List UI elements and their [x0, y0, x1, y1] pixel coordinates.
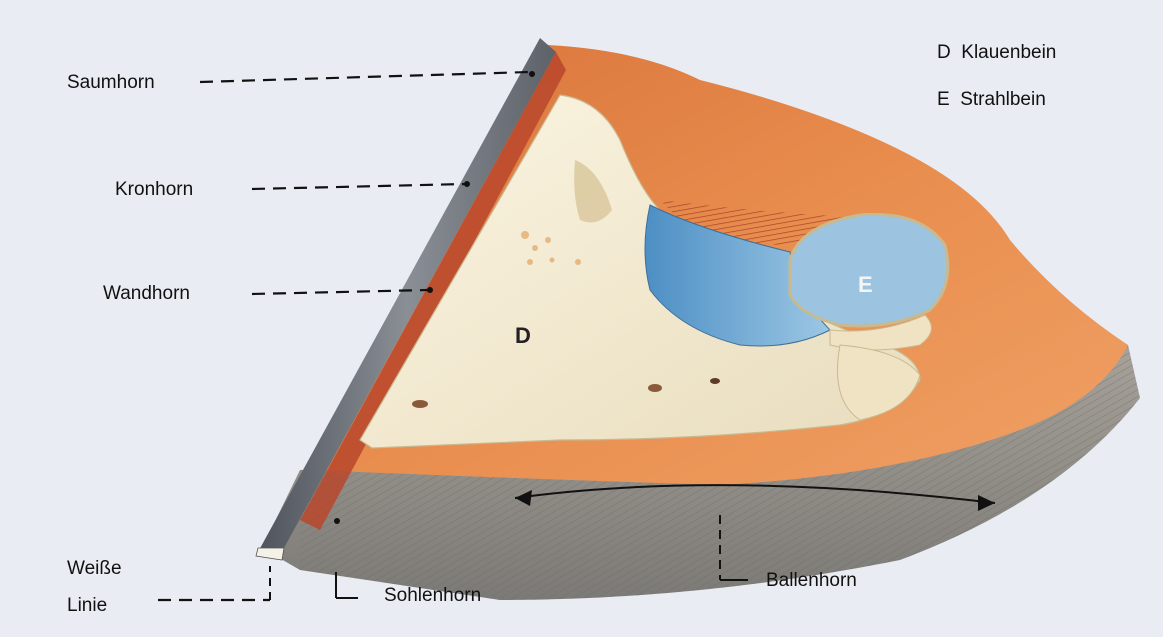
strahlbein-bone-e: [790, 214, 948, 326]
foramen: [710, 378, 720, 384]
foramen: [648, 384, 662, 392]
label-linie: Linie: [67, 595, 107, 616]
label-wandhorn: Wandhorn: [103, 283, 190, 304]
foramen: [412, 400, 428, 408]
legend-strahlbein: E Strahlbein: [937, 89, 1046, 110]
label-saumhorn: Saumhorn: [67, 72, 155, 93]
label-sohlenhorn: Sohlenhorn: [384, 585, 481, 606]
label-ballenhorn: Ballenhorn: [766, 570, 857, 591]
bone-d-marker: D: [515, 323, 531, 348]
label-weisse: Weiße: [67, 558, 122, 579]
legend-klauenbein: D Klauenbein: [937, 42, 1056, 63]
bone-e-marker: E: [858, 272, 873, 297]
label-kronhorn: Kronhorn: [115, 179, 193, 200]
